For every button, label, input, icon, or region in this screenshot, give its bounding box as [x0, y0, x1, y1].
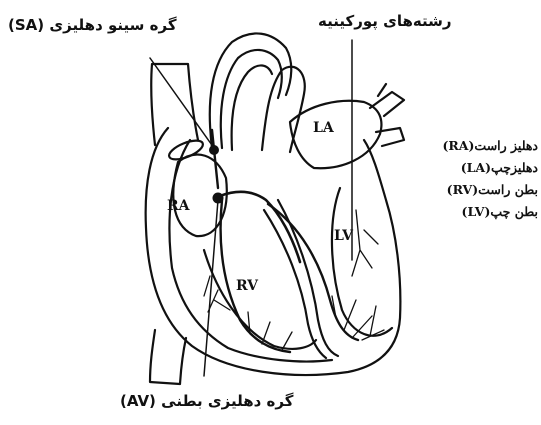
heart-outline: [146, 128, 401, 375]
inferior-vena-cava: [150, 330, 186, 384]
pulmonary-artery: [262, 67, 305, 152]
left-ventricle-cavity: [332, 188, 392, 336]
bundle-of-his: [220, 192, 300, 262]
sa-leader-line: [150, 58, 214, 148]
legend-item-ra: (RA)دهلیز راست: [414, 138, 538, 153]
ra-label: RA: [167, 198, 191, 214]
av-node-dot: [213, 193, 224, 204]
legend: (RA)دهلیز راست (LA)دهلیزچپ (RV)بطن راست …: [414, 138, 538, 219]
left-atrium-outline: [290, 101, 381, 168]
sa-node-dot: [209, 145, 219, 155]
superior-vena-cava: [151, 64, 198, 145]
lv-label: LV: [334, 228, 354, 244]
right-ventricle-cavity: [204, 250, 316, 349]
legend-item-rv: (RV)بطن راست: [414, 182, 538, 197]
av-node-label: (AV) گره دهلیزی بطنی: [120, 392, 293, 410]
purkinje-fibers-label: رشته‌های پورکینیه: [318, 12, 451, 30]
legend-item-la: (LA)دهلیزچپ: [414, 160, 538, 175]
interventricular-septum: [278, 200, 338, 356]
sa-node-label: (SA) گره سینو دهلیزی: [8, 16, 177, 34]
legend-item-lv: (LV)بطن چپ: [414, 204, 538, 219]
la-label: LA: [313, 120, 335, 136]
rv-label: RV: [236, 278, 259, 294]
